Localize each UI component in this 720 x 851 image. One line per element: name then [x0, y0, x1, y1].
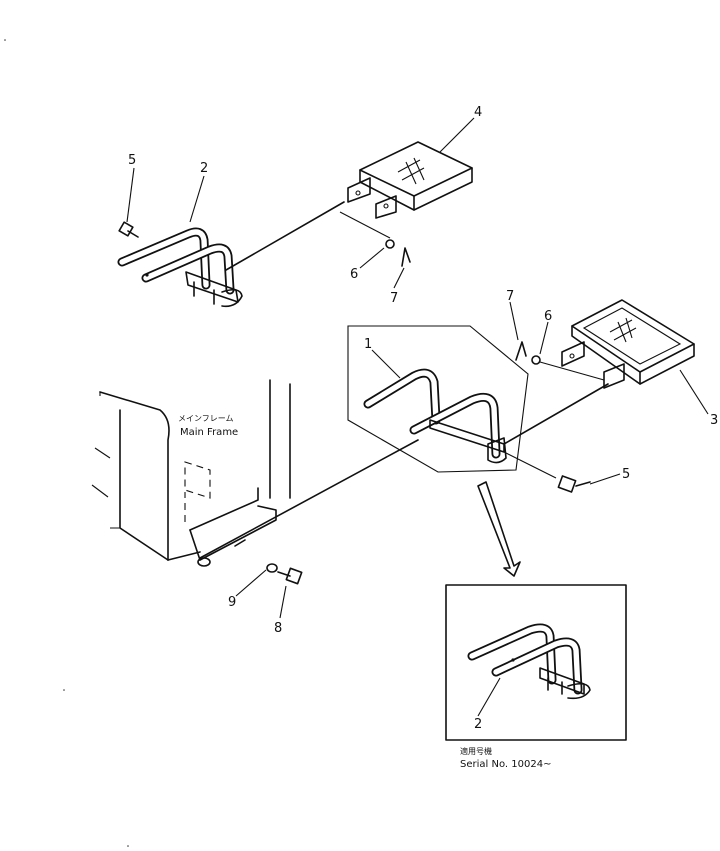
callout-8: 8	[274, 621, 282, 636]
serial-label-jp: 適用号機	[460, 746, 492, 756]
connector-line-upper	[225, 201, 345, 271]
pin-upper	[401, 247, 411, 267]
washer-right	[531, 355, 541, 365]
handrail-upper	[117, 227, 243, 308]
callout-7-right: 7	[506, 289, 514, 304]
connector-line-center	[199, 439, 419, 559]
pin-right	[515, 341, 527, 361]
arrow-to-inset	[477, 481, 521, 577]
handrail-assembly-center	[347, 325, 529, 473]
step-plate-upper	[347, 141, 473, 219]
main-frame-label: Main Frame	[180, 427, 238, 438]
callout-6-upper: 6	[350, 267, 358, 282]
callout-5-right: 5	[622, 467, 630, 482]
step-plate-right	[561, 299, 695, 389]
callout-5-upper: 5	[128, 153, 136, 168]
leader-lines	[126, 117, 709, 717]
callout-2-inset: 2	[474, 717, 482, 732]
main-frame: メインフレーム Main Frame	[91, 379, 291, 567]
inset-box	[445, 584, 627, 741]
washer-upper	[385, 239, 395, 249]
bolt-8	[277, 567, 303, 585]
callout-7-upper: 7	[390, 291, 398, 306]
callout-4: 4	[474, 105, 482, 120]
bolt-right	[557, 475, 591, 493]
callout-1: 1	[364, 337, 372, 352]
serial-label: Serial No. 10024~	[460, 759, 551, 770]
callout-6-right: 6	[544, 309, 552, 324]
washer-9	[266, 563, 278, 573]
callout-9: 9	[228, 595, 236, 610]
bolt-upper	[118, 221, 139, 238]
callout-3: 3	[710, 413, 718, 428]
callout-2-upper: 2	[200, 161, 208, 176]
main-frame-label-jp: メインフレーム	[178, 414, 234, 423]
